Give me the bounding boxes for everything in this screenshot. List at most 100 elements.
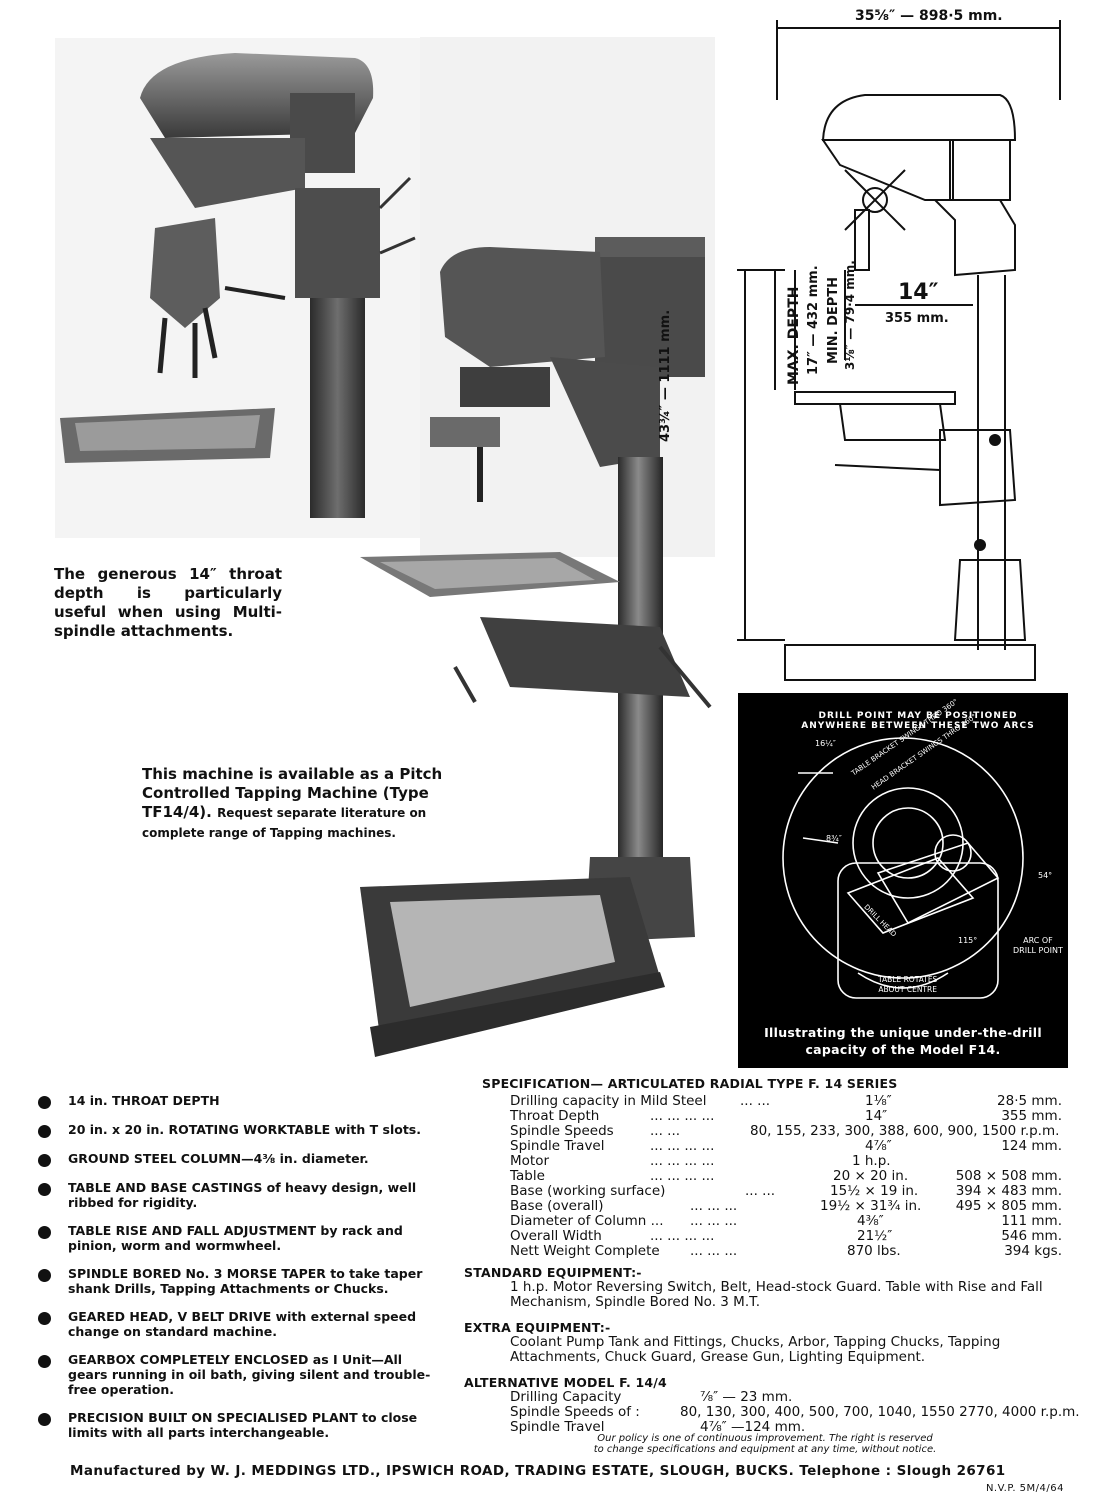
spec-imperial: 14″ [865,1108,888,1124]
spec-label: Nett Weight Complete [510,1243,660,1259]
spec-imperial: 4⅜″ [857,1213,884,1229]
caption-tapping-machine: This machine is available as a Pitch Con… [142,765,462,843]
dimension-height: 43¾″ — 1111 mm. [658,309,673,442]
standard-equipment-heading: STANDARD EQUIPMENT:- [464,1265,642,1280]
feature-bold: GROUND STEEL COLUMN—4⅜ in. diameter. [68,1151,369,1166]
spec-row: Throat Depth ... ... ... ... 14″ 355 mm. [510,1109,1084,1124]
photo-multispindle-drill [55,38,425,538]
photo-radial-drill [360,37,715,1067]
bullet-icon [38,1413,51,1426]
policy-note: Our policy is one of continuous improvem… [520,1433,1010,1455]
feature-bold: 14 in. THROAT DEPTH [68,1093,220,1108]
specification: SPECIFICATION— ARTICULATED RADIAL TYPE F… [464,1076,1084,1435]
spec-row: Overall Width ... ... ... ... 21½″ 546 mm. [510,1229,1084,1244]
dimension-max-depth-label: MAX. DEPTH [786,286,802,385]
spec-dots: ... ... ... ... [650,1228,715,1244]
diagram-label-54: 54° [1038,871,1053,880]
under-drill-diagram: DRILL POINT MAY BE POSITIONED ANYWHERE B… [738,693,1068,1068]
spec-label: Table [510,1168,545,1184]
dimension-max-depth-value: 17″ — 432 mm. [806,265,821,375]
diagram-caption: Illustrating the unique under-the-drill … [738,1024,1068,1058]
diagram-label-115: 115° [958,936,978,945]
spec-row: Drilling capacity in Mild Steel... ...1⅛… [510,1094,1084,1109]
bullet-icon [38,1226,51,1239]
alt-label: Spindle Speeds of : [510,1404,640,1420]
spec-row: Nett Weight Complete... ... ...870 lbs.3… [510,1244,1084,1259]
feature-text: by rack and pinion, worm and wormwheel. [68,1223,403,1253]
extra-equipment-text: Coolant Pump Tank and Fittings, Chucks, … [510,1334,1001,1365]
feature-item: PRECISION BUILT ON SPECIALISED PLANT to … [34,1410,434,1440]
feature-bold: PRECISION BUILT ON SPECIALISED PLANT [68,1410,358,1425]
spec-imperial: 870 lbs. [847,1243,901,1259]
feature-bold: TABLE AND BASE CASTINGS [68,1180,263,1195]
alt-label: Spindle Travel [510,1419,605,1435]
feature-item: GEARED HEAD, V BELT DRIVE with external … [34,1309,434,1339]
spec-dots: ... ... ... ... [650,1138,715,1154]
feature-item: TABLE AND BASE CASTINGS of heavy design,… [34,1180,434,1210]
spec-row: Spindle Travel... ... ... ...4⅞″124 mm. [510,1139,1084,1154]
spec-metric: 508 × 508 mm. [955,1168,1062,1184]
spec-metric: 546 mm. [1001,1228,1062,1244]
feature-text: to take taper shank Drills, Tapping Atta… [68,1266,423,1296]
spec-label: Spindle Travel [510,1138,605,1154]
spec-dots: ... ... ... [690,1213,738,1229]
feature-text: as I Unit—All gears running in oil bath,… [68,1352,431,1397]
spec-dots: ... ... [740,1093,771,1109]
diagram-arc-of-drill: ARC OF DRILL POINT [1013,936,1063,956]
alt-value: 4⅞″ —124 mm. [700,1419,806,1435]
spec-imperial: 21½″ [857,1228,893,1244]
spec-label: Base (working surface) [510,1183,666,1199]
standard-equipment-text: 1 h.p. Motor Reversing Switch, Belt, Hea… [510,1279,1043,1310]
diagram-label-8: 8¾″ [826,834,842,843]
spec-heading: SPECIFICATION— ARTICULATED RADIAL TYPE F… [482,1076,898,1091]
feature-bold: SPINDLE BORED No. 3 MORSE TAPER [68,1266,326,1281]
caption-throat-depth: The generous 14″ throat depth is particu… [54,565,282,640]
spec-row: Base (overall)... ... ...19½ × 31¾ in.49… [510,1199,1084,1214]
spec-row: Motor ... ... ... ... 1 h.p. [510,1154,1084,1169]
feature-item: GROUND STEEL COLUMN—4⅜ in. diameter. [34,1151,434,1167]
spec-label: Throat Depth [510,1108,600,1124]
alt-value: 80, 130, 300, 400, 500, 700, 1040, 1550 … [680,1404,1080,1420]
bullet-icon [38,1183,51,1196]
diagram-table-rotates: TABLE ROTATES ABOUT CENTRE [878,975,937,995]
alt-row: Spindle Travel 4⅞″ —124 mm. [510,1420,1084,1435]
spec-label: Overall Width [510,1228,602,1244]
spec-row: Diameter of Column ...... ... ...4⅜″111 … [510,1214,1084,1229]
spec-label: Base (overall) [510,1198,604,1214]
alternative-model-heading: ALTERNATIVE MODEL F. 14/4 [464,1375,667,1390]
diagram-table-rotates-2: ABOUT CENTRE [878,985,937,994]
bullet-icon [38,1355,51,1368]
bullet-icon [38,1269,51,1282]
feature-bold: 20 in. x 20 in. ROTATING WORKTABLE [68,1122,331,1137]
bullet-icon [38,1312,51,1325]
spec-metric: 355 mm. [1001,1108,1062,1124]
diagram-caption-2: capacity of the Model F14. [805,1042,1001,1057]
spec-row: Spindle Speeds... ...80, 155, 233, 300, … [510,1124,1084,1139]
spec-imperial: 20 × 20 in. [833,1168,909,1184]
spec-dots: ... ... ... ... [650,1153,715,1169]
diagram-arc-of-drill-1: ARC OF [1023,936,1053,945]
diagram-arc-text: DRILL POINT MAY BE POSITIONED ANYWHERE B… [801,711,1035,731]
spec-label: Motor [510,1153,550,1169]
spec-metric: 28·5 mm. [997,1093,1062,1109]
bullet-icon [38,1125,51,1138]
spec-metric: 495 × 805 mm. [955,1198,1062,1214]
spec-dots: ... ... ... ... [650,1168,715,1184]
feature-bold: TABLE RISE AND FALL ADJUSTMENT [68,1223,317,1238]
spec-imperial: 1 h.p. [852,1153,891,1169]
spec-imperial: 1⅛″ [865,1093,892,1109]
print-reference: N.V.P. 5M/4/64 [985,1483,1064,1494]
policy-line-1: Our policy is one of continuous improvem… [597,1433,933,1444]
diagram-label-16: 16¼″ [815,739,836,748]
feature-item: TABLE RISE AND FALL ADJUSTMENT by rack a… [34,1223,434,1253]
feature-item: 14 in. THROAT DEPTH [34,1093,434,1109]
feature-item: GEARBOX COMPLETELY ENCLOSED as I Unit—Al… [34,1352,434,1397]
elevation-drawing [715,0,1075,690]
dimension-min-depth-label: MIN. DEPTH [826,276,841,364]
feature-text: with T slots. [330,1122,421,1137]
spec-dots: ... ... ... ... [650,1108,715,1124]
spec-imperial: 80, 155, 233, 300, 388, 600, 900, 1500 r… [750,1123,1060,1139]
dimension-throat: 14″ [898,280,939,305]
